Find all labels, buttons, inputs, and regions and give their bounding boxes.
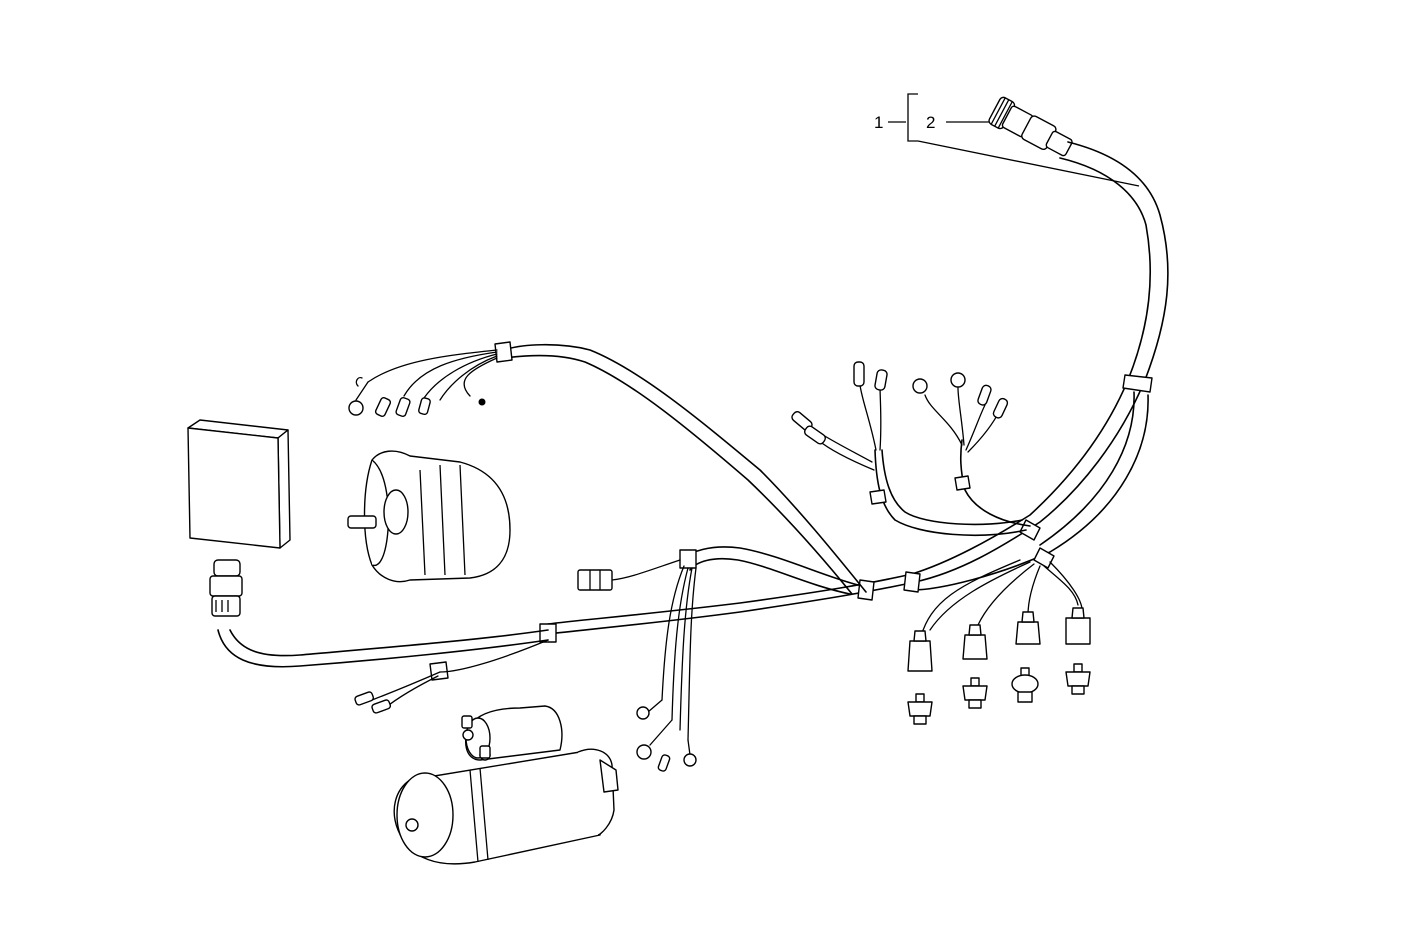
alternator <box>347 450 511 583</box>
starter-motor <box>393 705 619 865</box>
callout-2: 2 <box>926 113 994 132</box>
blade-terminal-branch <box>791 361 1031 536</box>
callout-1: 1 <box>874 93 1140 187</box>
sensor-branch <box>919 559 1083 641</box>
sensor-sockets <box>907 607 1091 672</box>
harness-round-connector <box>988 96 1073 157</box>
control-box <box>187 419 291 549</box>
diagnostic-branch <box>217 629 549 714</box>
callout-1-label: 1 <box>874 113 883 132</box>
alternator-branch <box>348 341 867 595</box>
main-harness-trunk <box>539 141 1169 643</box>
diagnostic-connector <box>209 559 243 617</box>
callout-2-label: 2 <box>926 113 935 132</box>
starter-branch <box>577 546 859 772</box>
pressure-sensors <box>907 663 1091 725</box>
